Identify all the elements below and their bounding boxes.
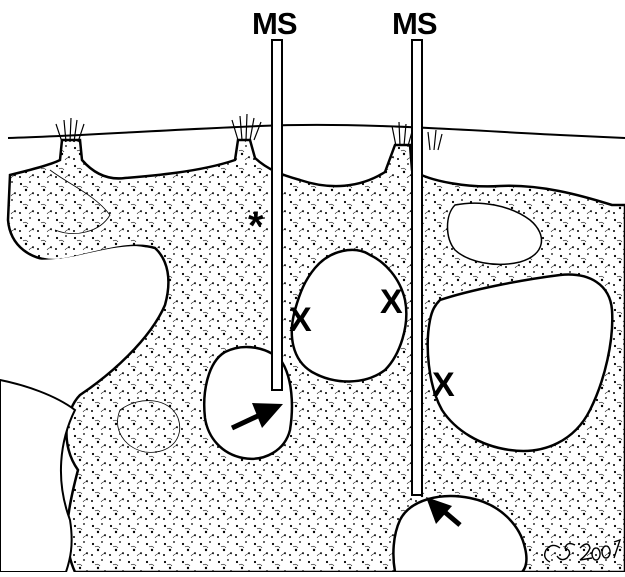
ms-label-right: MS	[392, 8, 437, 39]
hair-tuft-4	[428, 130, 442, 150]
x-marker-1: X	[289, 303, 312, 337]
ms-label-left: MS	[252, 8, 297, 39]
asterisk-marker: *	[248, 206, 264, 246]
x-marker-3: X	[432, 368, 455, 402]
x-marker-2: X	[380, 285, 403, 319]
upper-left-lobe	[0, 246, 150, 362]
ms-channel-right	[412, 40, 422, 495]
surface-line	[8, 125, 625, 138]
hair-tuft-1	[56, 118, 84, 142]
lower-left-space	[0, 380, 75, 572]
ms-channel-left	[272, 40, 282, 390]
